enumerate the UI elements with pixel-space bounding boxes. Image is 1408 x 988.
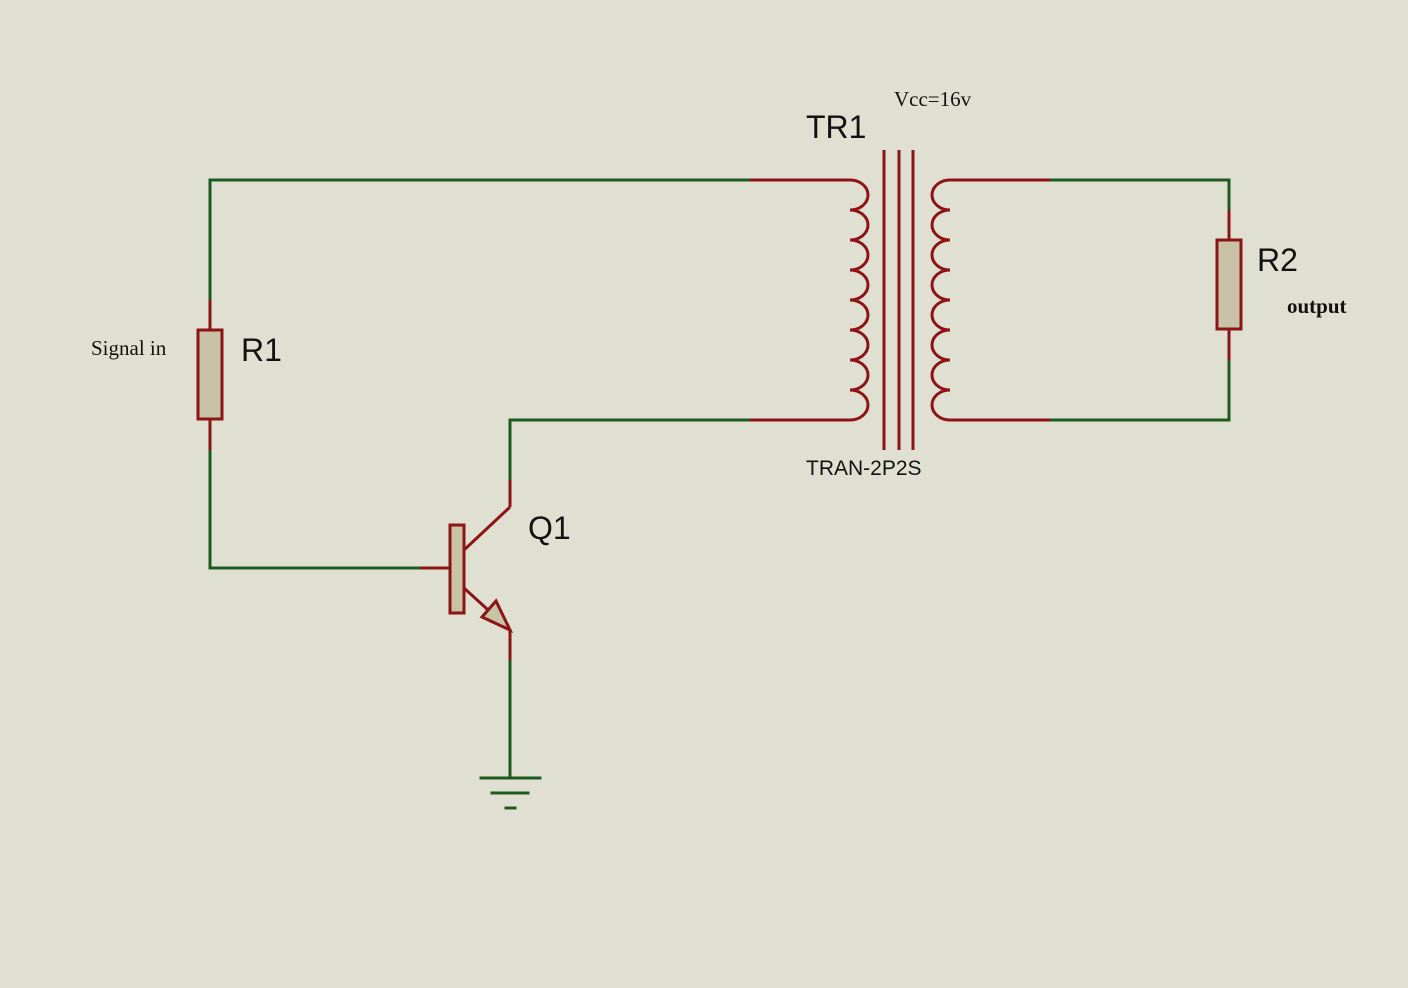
wire-top-left bbox=[208, 178, 752, 302]
label-r1: R1 bbox=[241, 332, 282, 368]
q1-base-bar bbox=[448, 523, 466, 615]
label-output: output bbox=[1287, 294, 1347, 318]
tr1-secondary-coil bbox=[930, 178, 951, 422]
transformer-tr1 bbox=[750, 150, 1050, 450]
resistor-r1 bbox=[196, 300, 224, 450]
tr1-primary-coil bbox=[849, 178, 870, 422]
wires bbox=[208, 178, 1231, 780]
wire-secondary-top bbox=[1048, 178, 1231, 212]
q1-emitter-arrow bbox=[479, 598, 514, 634]
r2-body bbox=[1215, 238, 1243, 331]
label-tr1-model: TRAN-2P2S bbox=[806, 457, 922, 480]
labels: R1 R2 Q1 TR1 TRAN-2P2S Vcc=16v Signal in… bbox=[91, 87, 1347, 546]
transistor-q1 bbox=[420, 480, 514, 660]
label-q1: Q1 bbox=[528, 510, 571, 546]
wire-secondary-bottom bbox=[1048, 358, 1231, 422]
ground-symbol bbox=[479, 776, 542, 810]
label-tr1: TR1 bbox=[806, 109, 866, 145]
label-signal-in: Signal in bbox=[91, 336, 167, 360]
resistor-r2 bbox=[1215, 210, 1243, 360]
wire-r1-to-base bbox=[208, 448, 422, 570]
wire-collector-to-primary bbox=[508, 418, 752, 482]
label-r2: R2 bbox=[1257, 242, 1298, 278]
label-vcc: Vcc=16v bbox=[894, 87, 972, 111]
q1-collector bbox=[462, 505, 512, 552]
r1-body bbox=[196, 328, 224, 421]
